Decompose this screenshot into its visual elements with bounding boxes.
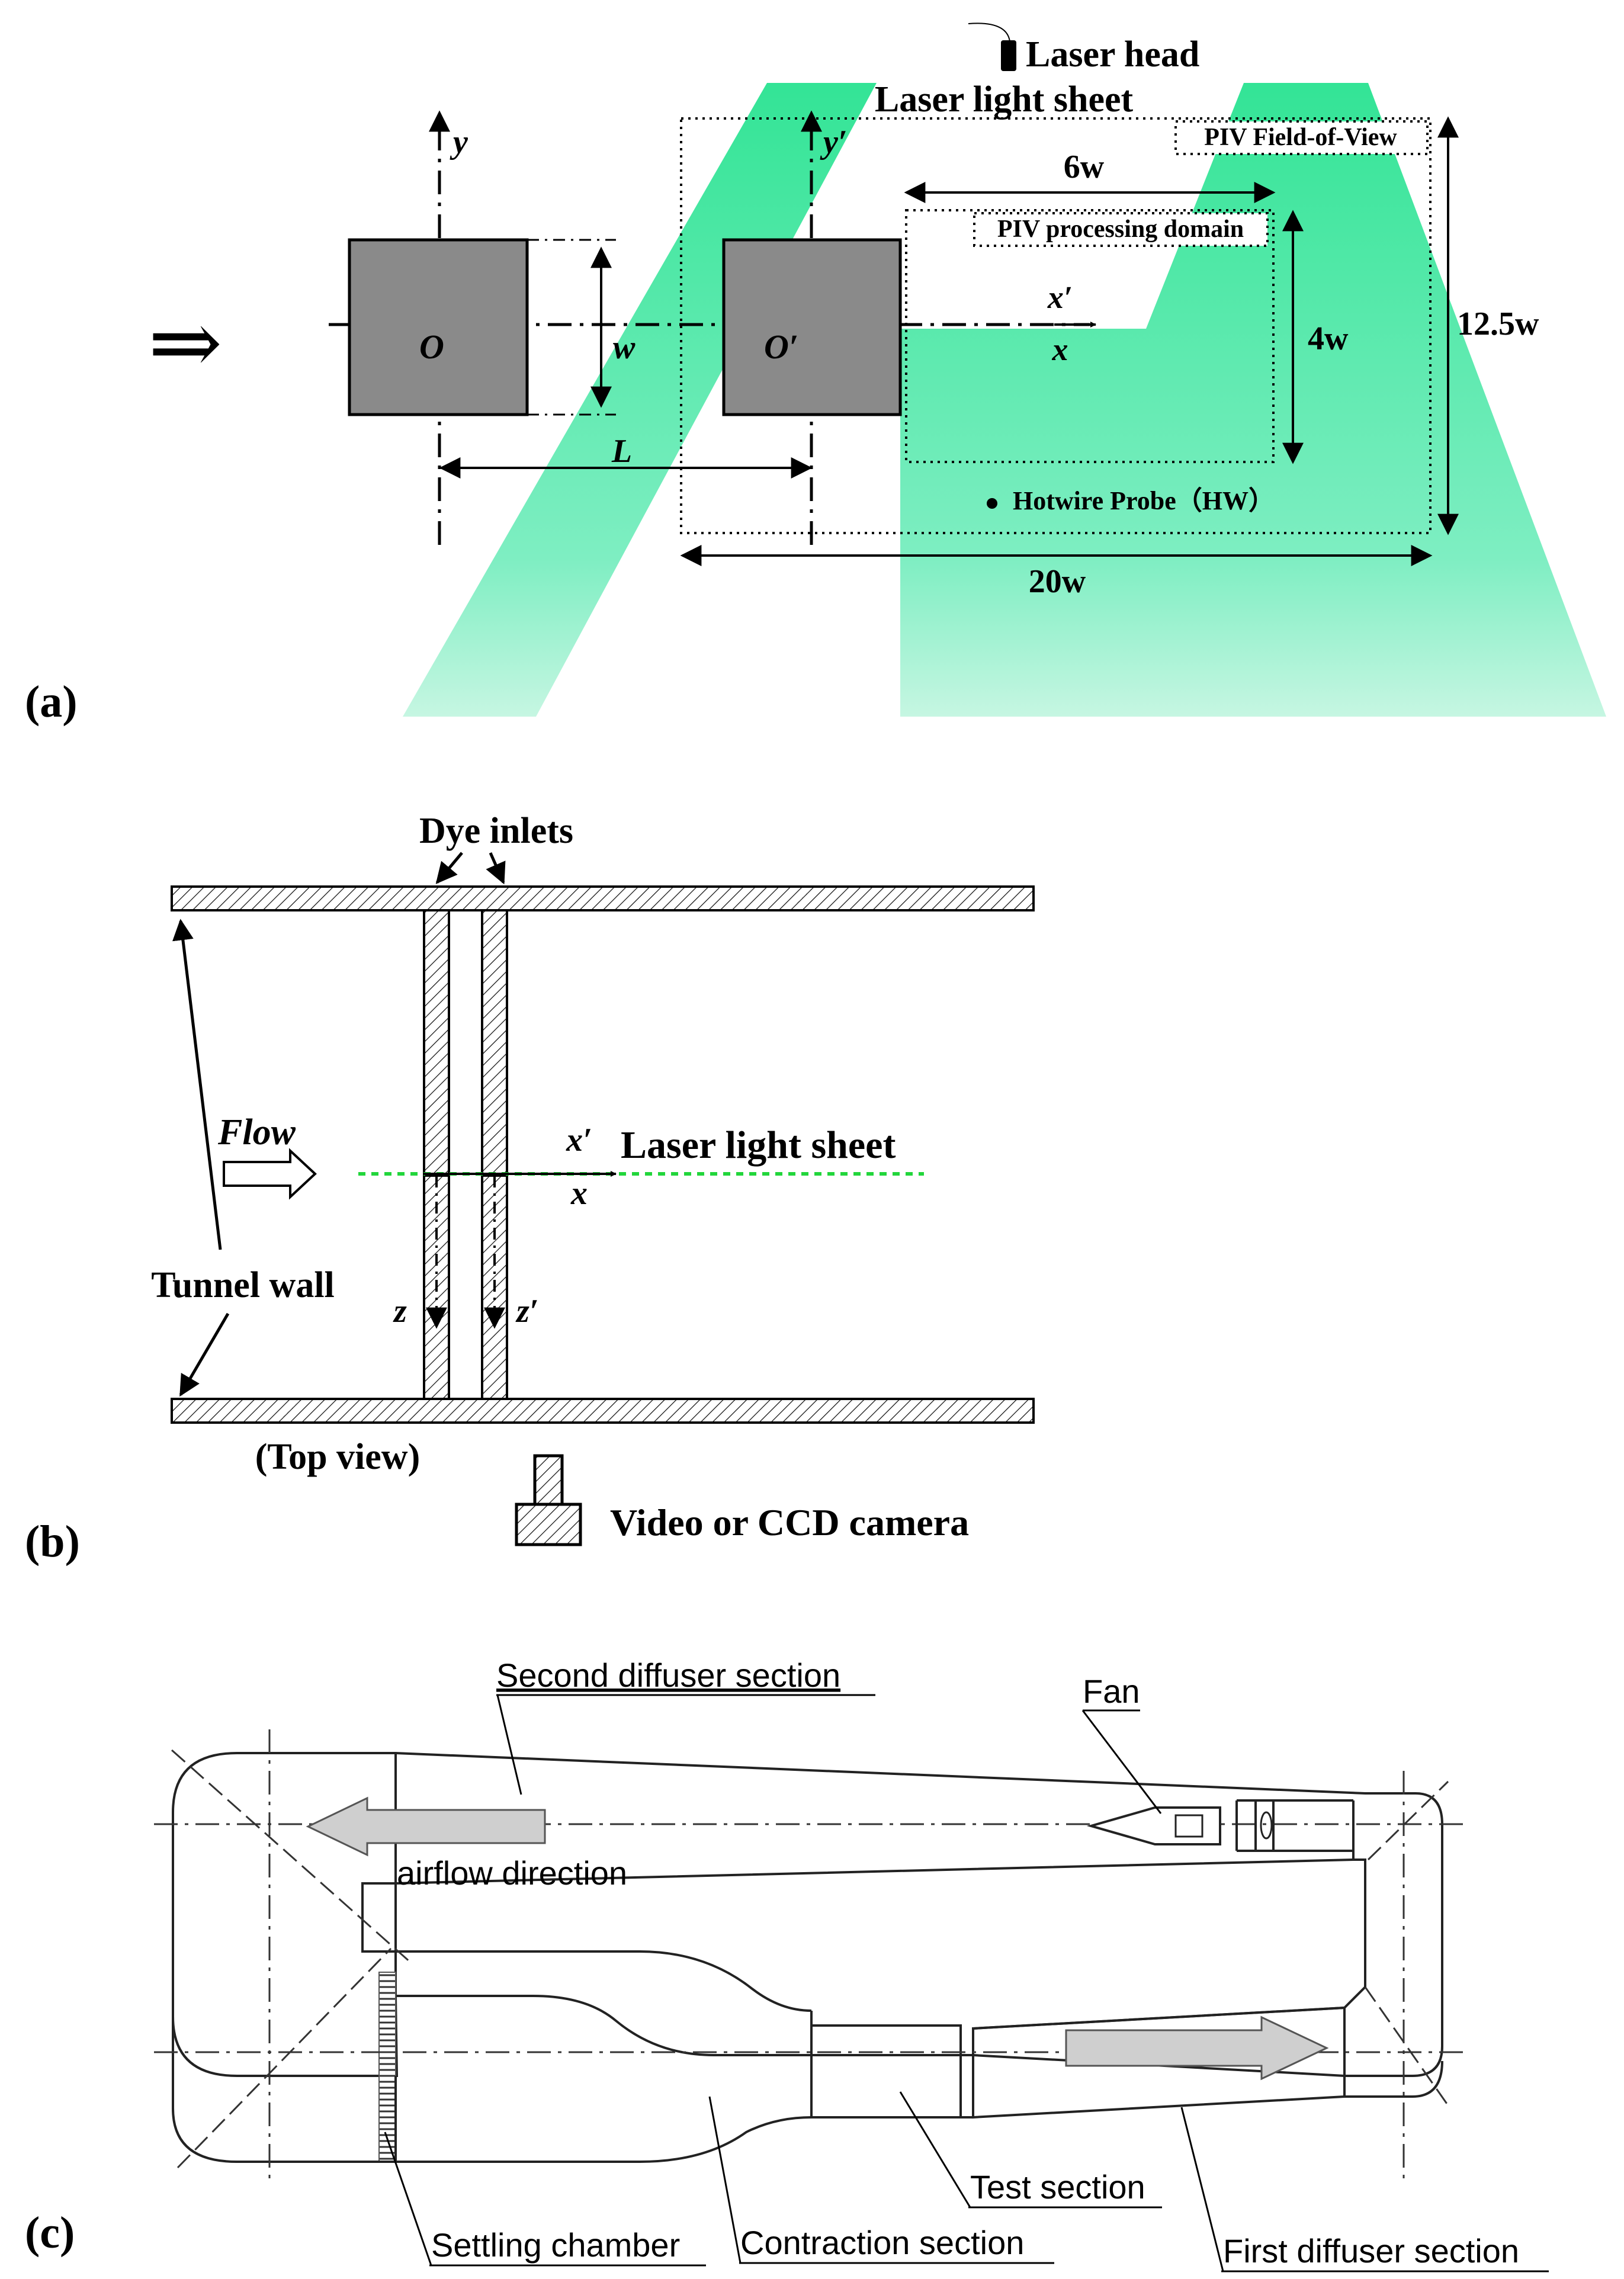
flow-label: Flow [217,1112,296,1153]
axis-x-label-b: x [570,1175,588,1212]
camera-lens-icon [533,1454,564,1506]
w-dimension-label: w [613,329,636,366]
laser-head-icon [1001,40,1016,71]
corner-vane-1 [171,1749,412,1965]
hotwire-probe-dot [987,498,997,509]
settling-chamber-leader [384,2132,432,2266]
contraction-section-curve [396,1950,812,2012]
axis-x2-label-b: x′ [566,1122,592,1158]
tunnel-wall-leader-bottom [179,1312,230,1397]
first-diffuser-label: First diffuser section [1223,2232,1519,2270]
flow-arrow-icon: ⇒ [148,294,223,393]
settling-chamber-label: Settling chamber [431,2226,680,2264]
panel-c: airflow direction Second diffuser sectio… [25,1657,1549,2272]
dye-inlets-label: Dye inlets [419,811,573,851]
square-cylinder-upstream [348,238,529,416]
top-view-label: (Top view) [255,1437,420,1477]
first-diffuser-leader [1180,2107,1224,2272]
contraction-leader [708,2096,742,2264]
second-diffuser-leader [496,1694,522,1795]
hotwire-probe-label: Hotwire Probe（HW） [1013,486,1275,515]
tunnel-loop-outline [172,1752,1443,2077]
piv-fov-label: PIV Field-of-View [1204,124,1397,151]
piv-domain-label: PIV processing domain [997,216,1244,243]
laser-cable [968,23,1010,42]
contraction-section-label: Contraction section [740,2224,1024,2261]
laser-sheet-label-b: Laser light sheet [621,1124,896,1167]
axis-x2-label: x′ [1047,280,1073,315]
tunnel-wall-top [171,885,1035,911]
panel-b-label: (b) [25,1517,80,1567]
fan-blade [1260,1811,1273,1840]
axis-z2-label: z′ [515,1293,539,1330]
corner-vane-2 [176,1947,392,2169]
tunnel-wall-bottom [171,1398,1035,1424]
12.5w-dimension-label: 12.5w [1457,306,1539,342]
6w-dimension-label: 6w [1064,149,1105,185]
dye-inlet-arrow-left [435,852,463,884]
fan-housing [1235,1799,1355,1860]
laser-sheet-label-a: Laser light sheet [875,79,1134,120]
fan-leader [1081,1710,1162,1814]
origin-o2-label: O′ [764,328,798,366]
tunnel-wall-label: Tunnel wall [151,1265,335,1305]
L-dimension-label: L [611,433,632,470]
test-section-leader [899,2091,971,2208]
20w-dimension-label: 20w [1029,563,1086,600]
piv-fov-label-box [1174,120,1429,155]
panel-a-label: (a) [25,677,78,727]
corner-vane-3 [1367,1780,1449,1861]
axis-y-label: y [450,124,468,161]
airflow-arrow-lower [1065,2015,1329,2081]
laser-sheet-right-beam [900,83,1606,717]
fan-label: Fan [1083,1673,1140,1710]
tunnel-bottom-outline [172,2017,1443,2163]
camera-body-icon [515,1503,582,1546]
panel-c-label: (c) [25,2208,75,2258]
second-diffuser-label: Second diffuser section [496,1657,840,1694]
axis-y2-label: y′ [820,124,848,161]
dye-inlet-arrow-right [486,852,506,885]
piv-domain-label-box [973,212,1269,247]
panel-b: Dye inlets Laser light sheet x′ x z z′ F… [25,811,1035,1567]
camera-label: Video or CCD camera [610,1501,969,1543]
4w-dimension-label: 4w [1308,320,1349,357]
fan-icon [1086,1806,1221,1845]
origin-o-label: O [419,328,444,366]
axis-x-label: x [1052,332,1068,367]
airflow-arrow-upper [306,1796,546,1857]
airflow-direction-label: airflow direction [397,1854,627,1892]
panel-a: PIV Field-of-View PIV processing domain … [25,23,1606,727]
square-cylinder-downstream [722,238,902,416]
axis-z-label: z [393,1293,407,1330]
settling-chamber-screen [378,1972,396,2162]
laser-head-label: Laser head [1026,34,1199,75]
fan-hub [1174,1814,1203,1838]
flow-hollow-arrow [223,1148,317,1200]
test-section-label: Test section [970,2168,1145,2206]
tunnel-wall-leader-top [172,919,222,1250]
